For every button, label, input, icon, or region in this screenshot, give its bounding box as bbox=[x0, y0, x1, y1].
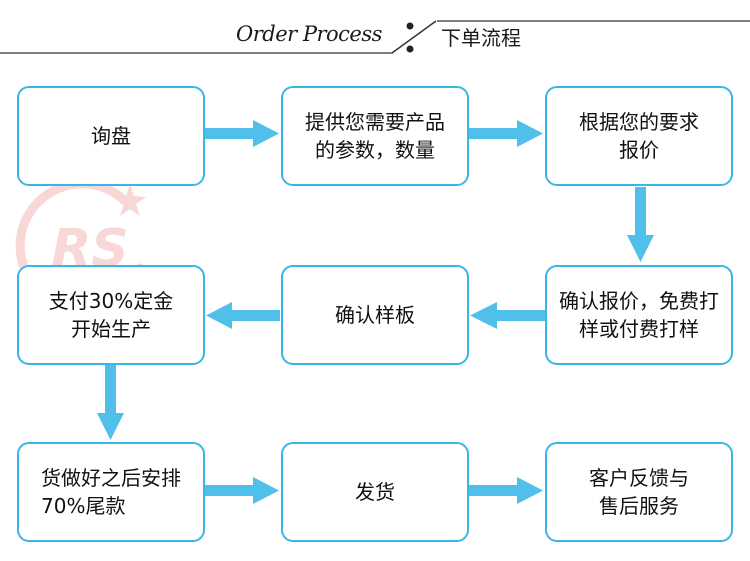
arrow-sample-to-deposit bbox=[206, 302, 280, 329]
node-provide-params-label: 提供您需要产品 的参数，数量 bbox=[305, 110, 445, 162]
node-feedback-label: 客户反馈与 售后服务 bbox=[589, 466, 689, 518]
node-confirm-quote: 确认报价，免费打 样或付费打样 bbox=[545, 265, 733, 365]
arrow-production-to-ship bbox=[205, 477, 279, 504]
arrow-deposit-to-production bbox=[97, 365, 124, 440]
arrow-ship-to-feedback bbox=[469, 477, 543, 504]
node-provide-params: 提供您需要产品 的参数，数量 bbox=[281, 86, 469, 186]
node-quote: 根据您的要求 报价 bbox=[545, 86, 733, 186]
header-title-zh: 下单流程 bbox=[441, 26, 521, 50]
arrow-quote-to-confirm bbox=[627, 187, 654, 262]
header-dot-bottom bbox=[406, 45, 414, 53]
header-slash bbox=[391, 20, 437, 54]
node-inquiry-label: 询盘 bbox=[91, 124, 131, 148]
node-production-done: 货做好之后安排 70%尾款 bbox=[17, 442, 205, 542]
node-production-done-label: 货做好之后安排 70%尾款 bbox=[41, 466, 181, 518]
node-confirm-sample: 确认样板 bbox=[281, 265, 469, 365]
node-quote-label: 根据您的要求 报价 bbox=[579, 110, 699, 162]
header-title-en: Order Process bbox=[236, 22, 382, 46]
node-confirm-sample-label: 确认样板 bbox=[335, 303, 415, 327]
node-inquiry: 询盘 bbox=[17, 86, 205, 186]
arrow-confirm-to-sample bbox=[470, 302, 545, 329]
header-decoration bbox=[0, 20, 750, 54]
arrow-params-to-quote bbox=[469, 120, 543, 147]
arrow-inquiry-to-params bbox=[205, 120, 279, 147]
node-deposit: 支付30%定金 开始生产 bbox=[17, 265, 205, 365]
node-ship-label: 发货 bbox=[355, 480, 395, 504]
header-dot-top bbox=[406, 22, 414, 30]
node-deposit-label: 支付30%定金 开始生产 bbox=[48, 289, 174, 341]
node-confirm-quote-label: 确认报价，免费打 样或付费打样 bbox=[559, 289, 719, 341]
node-feedback: 客户反馈与 售后服务 bbox=[545, 442, 733, 542]
node-ship: 发货 bbox=[281, 442, 469, 542]
watermark-star bbox=[114, 184, 146, 216]
